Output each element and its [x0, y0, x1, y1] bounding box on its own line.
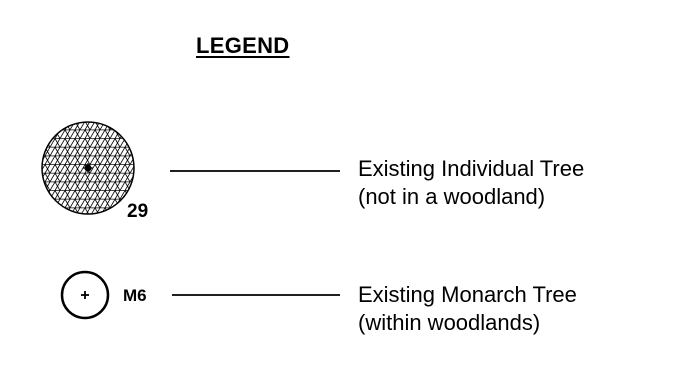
tree-tag-m6: M6: [123, 286, 147, 305]
individual-tree-description-line2: (not in a woodland): [358, 184, 546, 209]
individual-tree-description: Existing Individual Tree (not in a woodl…: [358, 155, 584, 211]
individual-tree-description-line1: Existing Individual Tree: [358, 156, 585, 181]
legend-title: LEGEND: [196, 33, 290, 58]
monarch-tree-symbol: [60, 270, 110, 320]
individual-tree-symbol: [41, 121, 135, 215]
monarch-tree-description-line2: (within woodlands): [358, 310, 541, 335]
tree-tag-29: 29: [127, 201, 149, 222]
monarch-tree-description: Existing Monarch Tree (within woodlands): [358, 281, 577, 337]
monarch-tree-description-line1: Existing Monarch Tree: [358, 282, 577, 307]
